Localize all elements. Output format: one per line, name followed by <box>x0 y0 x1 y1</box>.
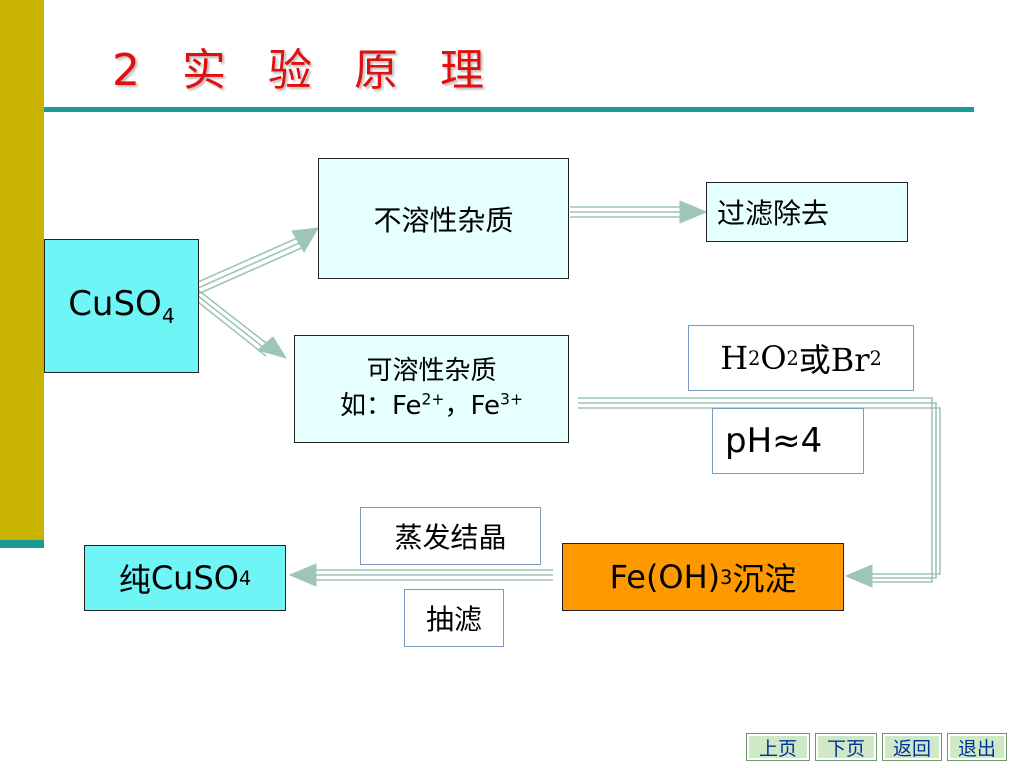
insoluble-impurity-box: 不溶性杂质 <box>318 158 569 279</box>
arrow-insoluble-to-filter <box>570 206 682 218</box>
filter-remove-box: 过滤除去 <box>706 182 908 242</box>
evaporate-crystallize-label: 蒸发结晶 <box>360 507 541 565</box>
sidebar-accent-strip <box>0 540 44 548</box>
prev-page-button[interactable]: 上页 <box>746 733 810 761</box>
arrow-cuso4-to-soluble <box>197 289 271 357</box>
sidebar-bar <box>0 0 44 540</box>
exit-button[interactable]: 退出 <box>947 733 1007 761</box>
arrow-precipitate-to-pure <box>314 569 553 581</box>
arrowhead-pure <box>288 563 317 587</box>
ph-label: pH≈4 <box>712 408 864 474</box>
cuso4-label: CuSO4 <box>68 284 175 328</box>
slide-title: 2 实 验 原 理 <box>112 45 498 96</box>
next-page-button[interactable]: 下页 <box>815 733 877 761</box>
suction-filter-label: 抽滤 <box>404 589 504 647</box>
back-button[interactable]: 返回 <box>882 733 942 761</box>
arrowhead-precipitate <box>844 564 873 588</box>
arrowhead-insoluble <box>291 227 319 253</box>
soluble-impurity-title: 可溶性杂质 <box>366 355 497 386</box>
arrow-cuso4-to-insoluble <box>197 235 307 295</box>
soluble-impurity-box: 可溶性杂质 如：Fe2+，Fe3+ <box>294 335 569 443</box>
arrowhead-soluble <box>256 336 288 359</box>
soluble-impurity-ions: 如：Fe2+，Fe3+ <box>339 390 524 421</box>
cuso4-box: CuSO4 <box>44 239 199 373</box>
title-divider <box>44 107 974 112</box>
arrowhead-filter <box>679 200 708 224</box>
